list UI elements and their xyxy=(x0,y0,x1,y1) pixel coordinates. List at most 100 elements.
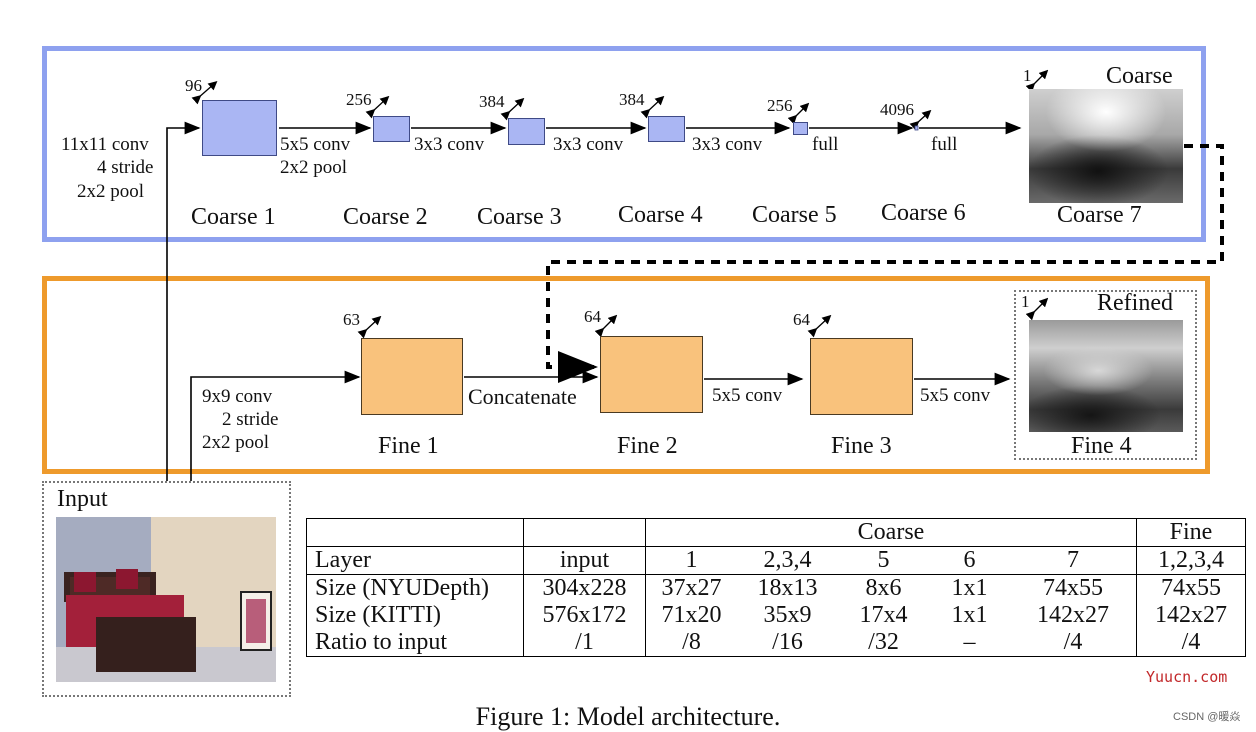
coarse-5-label: Coarse 5 xyxy=(752,202,837,228)
table-header-coarse: Coarse xyxy=(645,518,1137,547)
size-arrow-fine-3 xyxy=(807,314,832,338)
size-arrow-coarse-1 xyxy=(191,81,218,105)
input-image-box xyxy=(42,481,291,697)
table-cell: /16 xyxy=(772,629,803,655)
input-bedroom-photo xyxy=(56,517,276,682)
coarse-3-op: 3x3 conv xyxy=(553,134,624,155)
coarse-6-label: Coarse 6 xyxy=(881,200,966,226)
refined-depth-map-image xyxy=(1029,320,1183,432)
size-arrow-coarse-6 xyxy=(909,109,932,131)
size-arrow-coarse-4 xyxy=(640,95,665,119)
table-cell: 74x55 xyxy=(1136,574,1246,602)
size-arrow-coarse-3 xyxy=(500,97,525,121)
table-cell: – xyxy=(963,629,976,655)
bedroom-illustration xyxy=(56,517,276,682)
coarse-6-block xyxy=(914,125,919,131)
table-cell: 8x6 xyxy=(865,575,902,601)
input-to-fine-line xyxy=(190,370,361,481)
table-cell: 1x1 xyxy=(951,602,988,628)
table-cell: 1,2,3,4 xyxy=(1136,546,1246,575)
table-cell: /1 xyxy=(523,629,646,657)
table-cell: input xyxy=(523,546,646,575)
watermark-author: CSDN @暖焱 xyxy=(1173,711,1241,723)
coarse-5-op: full xyxy=(812,134,839,155)
fine-input-op-2: 2 stride xyxy=(222,409,279,430)
coarse-2-label: Coarse 2 xyxy=(343,204,428,230)
coarse-input-op-3: 2x2 pool xyxy=(77,181,145,202)
watermark-site: Yuucn.com xyxy=(1146,668,1228,686)
coarse-3-size: 384 xyxy=(479,92,505,111)
coarse-1-op-1: 5x5 conv xyxy=(280,134,351,155)
refined-output-title: Refined xyxy=(1097,290,1173,316)
coarse-4-size: 384 xyxy=(619,90,645,109)
fine-4-size: 1 xyxy=(1021,292,1030,311)
table-cell: Size (KITTI) xyxy=(306,602,524,629)
coarse-6-op: full xyxy=(931,134,958,155)
table-cell: 142x27 xyxy=(1136,602,1246,629)
fine-network-panel xyxy=(42,276,1210,474)
figure-caption: Figure 1: Model architecture. xyxy=(475,702,781,731)
table-cell: /4 xyxy=(1136,629,1246,657)
fine-2-block xyxy=(600,336,703,413)
table-cell: Layer xyxy=(306,546,524,575)
refined-output-box xyxy=(1014,290,1197,460)
table-cell xyxy=(306,518,524,547)
table-cell: 576x172 xyxy=(523,602,646,629)
table-cell: /8 xyxy=(682,629,701,655)
fine-2-size: 64 xyxy=(584,307,601,326)
table-cell: /32 xyxy=(868,629,899,655)
table-cell: 6 xyxy=(963,547,976,573)
table-column-header-row: Layer input 1 2,3,4 5 6 7 1,2,3,4 xyxy=(306,546,1246,575)
table-cell: 37x27 xyxy=(661,575,722,601)
fine-1-size: 63 xyxy=(343,310,360,329)
input-label: Input xyxy=(57,486,108,512)
size-arrow-fine-4 xyxy=(1025,297,1049,321)
table-row: Ratio to input /1 /8 /16 /32 – /4 /4 xyxy=(306,629,1246,657)
coarse-depth-map-image xyxy=(1029,89,1183,203)
coarse-3-label: Coarse 3 xyxy=(477,204,562,230)
table-cell: 17x4 xyxy=(859,602,908,628)
fine-3-block xyxy=(810,338,913,415)
size-arrow-coarse-7 xyxy=(1025,69,1049,93)
coarse-5-size: 256 xyxy=(767,96,793,115)
table-cell: 304x228 xyxy=(523,574,646,602)
table-cell: 18x13 xyxy=(757,575,818,601)
coarse-7-size: 1 xyxy=(1023,66,1032,85)
table-cell: 1x1 xyxy=(951,575,988,601)
fine-2-label: Fine 2 xyxy=(617,433,678,459)
table-cell: 2,3,4 xyxy=(763,547,812,573)
coarse-input-op-1: 11x11 conv xyxy=(61,134,149,155)
coarse-5-block xyxy=(793,122,808,135)
table-cell: Ratio to input xyxy=(306,629,524,657)
fine-1-op: Concatenate xyxy=(468,384,577,409)
table-cell: 142x27 xyxy=(1010,602,1137,629)
fine-3-size: 64 xyxy=(793,310,810,329)
table-cell xyxy=(523,518,646,547)
size-arrow-coarse-5 xyxy=(787,102,810,125)
table-header-fine: Fine xyxy=(1136,518,1246,547)
table-cell: 74x55 xyxy=(1010,574,1137,602)
coarse-3-block xyxy=(508,118,545,145)
coarse-2-size: 256 xyxy=(346,90,372,109)
table-cell: 35x9 xyxy=(763,602,812,628)
input-to-coarse-line xyxy=(166,121,201,481)
coarse-4-block xyxy=(648,116,685,142)
fine-4-label: Fine 4 xyxy=(1071,433,1132,459)
layer-size-table: Coarse Fine Layer input 1 2,3,4 5 6 7 1,… xyxy=(306,518,1246,657)
coarse-2-op: 3x3 conv xyxy=(414,134,485,155)
coarse-1-label: Coarse 1 xyxy=(191,204,276,230)
fine-3-label: Fine 3 xyxy=(831,433,892,459)
coarse-7-label: Coarse 7 xyxy=(1057,202,1142,228)
table-row: Size (KITTI) 576x172 71x20 35x9 17x4 1x1… xyxy=(306,602,1246,629)
fine-1-block xyxy=(361,338,463,415)
coarse-2-block xyxy=(373,116,410,142)
fine-input-op-3: 2x2 pool xyxy=(202,432,270,453)
size-arrow-fine-2 xyxy=(594,314,618,338)
fine-3-op: 5x5 conv xyxy=(920,385,991,406)
table-cell: Size (NYUDepth) xyxy=(306,574,524,602)
coarse-4-op: 3x3 conv xyxy=(692,134,763,155)
table-group-header-row: Coarse Fine xyxy=(306,518,1246,547)
coarse-1-size: 96 xyxy=(185,76,202,95)
table-cell: 1 xyxy=(685,547,698,573)
